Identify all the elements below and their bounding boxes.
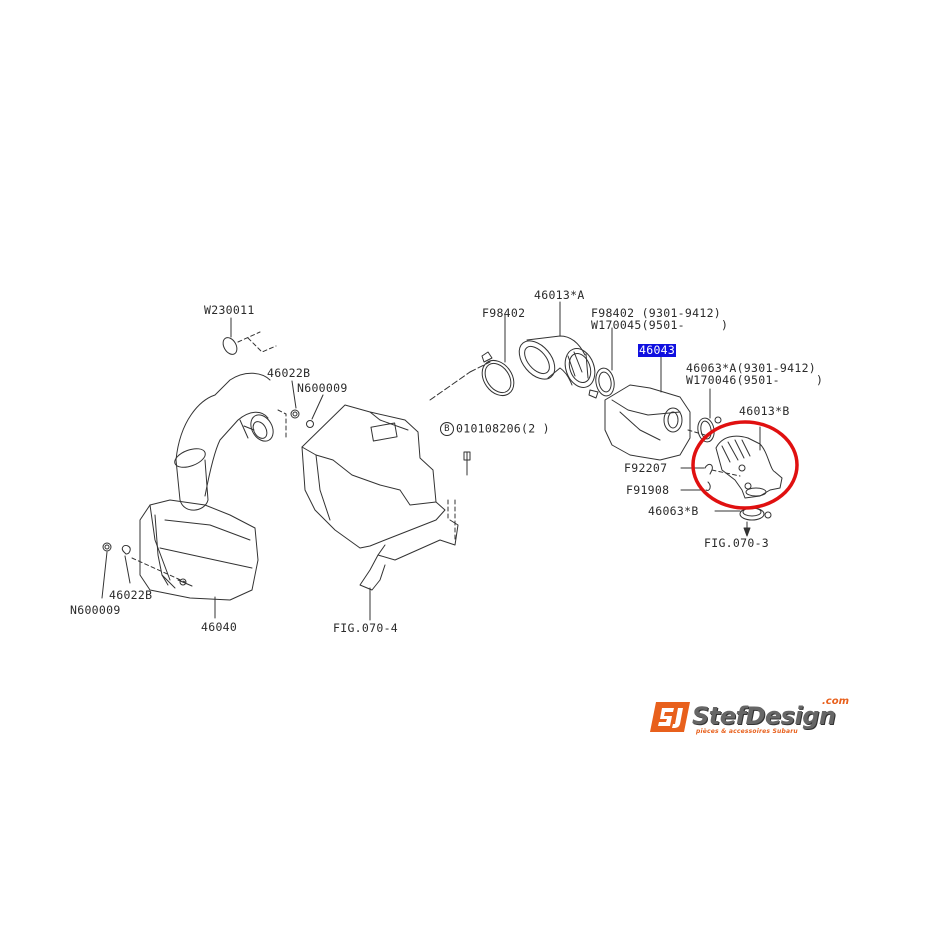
bolt-part-number: 010108206(2 ) [456, 421, 550, 436]
air-cleaner-cover-46043-part [604, 356, 706, 461]
logo-name: StefDesign [692, 702, 836, 730]
label-46043-highlighted[interactable]: 46043 [638, 343, 677, 357]
label-n600009-bottom: N600009 [70, 603, 121, 617]
label-w170045: W170045(9501- ) [591, 318, 729, 332]
label-46040: 46040 [201, 620, 238, 634]
label-fig070-3: FIG.070-3 [704, 536, 770, 550]
highlight-circle [691, 420, 799, 510]
label-46013a: 46013*A [534, 288, 585, 302]
logo-domain: .com [822, 696, 850, 707]
label-f98402-range: F98402 (9301-9412) [591, 306, 722, 320]
resonator-46040-part [131, 372, 274, 619]
label-46013b: 46013*B [739, 404, 790, 418]
label-f98402: F98402 [482, 306, 526, 320]
clamp-46063b-part [714, 507, 772, 537]
w230011-ring-part [222, 317, 277, 355]
clamp-w170045-part [588, 327, 615, 399]
sj-badge-icon [650, 702, 690, 732]
label-w170046: W170046(9501- ) [686, 373, 824, 387]
clamp-f98402-part [481, 314, 515, 397]
logo-tagline: pièces & accessoires Subaru [696, 728, 798, 735]
label-f92207: F92207 [624, 461, 668, 475]
label-46022b-bottom: 46022B [109, 588, 153, 602]
label-n600009-top: N600009 [297, 381, 348, 395]
label-w230011: W230011 [204, 303, 255, 317]
resonator-hardware [101, 380, 324, 599]
outlet-duct-46013b-part [711, 426, 783, 499]
bolt-b-circle-icon: B [440, 422, 454, 436]
label-46063a: 46063*A(9301-9412) [686, 361, 817, 375]
label-46022b-top: 46022B [267, 366, 311, 380]
intake-duct-46013a-part [518, 301, 596, 388]
label-f91908: F91908 [626, 483, 670, 497]
stefdesign-logo: StefDesign .com pièces & accessoires Sub… [650, 696, 860, 740]
label-46063b: 46063*B [648, 504, 699, 518]
air-cleaner-case-part [301, 361, 491, 621]
label-fig070-4: FIG.070-4 [333, 621, 399, 635]
